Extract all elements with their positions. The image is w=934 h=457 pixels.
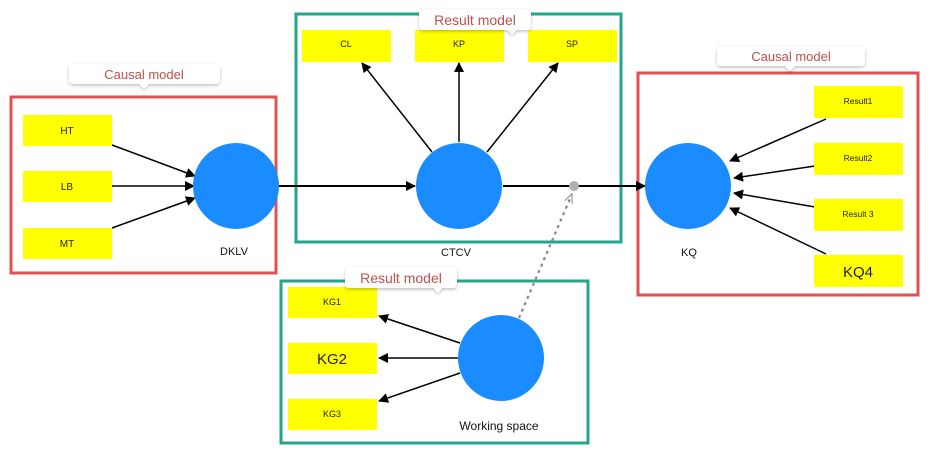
group-title-causal-right: Causal model (717, 46, 865, 71)
latent-dklv[interactable]: DKLV (193, 143, 279, 258)
indicator-kg2[interactable]: KG2 (288, 343, 377, 374)
latent-circle[interactable] (645, 143, 731, 229)
indicator-kg1[interactable]: KG1 (288, 287, 377, 318)
indicator-result1[interactable]: Result1 (814, 86, 903, 118)
indicator-box[interactable] (302, 30, 391, 62)
latent-circle[interactable] (416, 143, 502, 229)
indicator-label: KG3 (323, 409, 341, 419)
indicator-ht[interactable]: HT (23, 115, 112, 146)
indicator-label: Result2 (844, 153, 873, 163)
indicator-box[interactable] (814, 255, 903, 287)
title-tag (69, 64, 220, 84)
indicator-label: KG2 (317, 351, 347, 368)
indicator-cl[interactable]: CL (302, 30, 391, 62)
indicator-label: HT (60, 126, 73, 137)
latent-label: Working space (459, 419, 538, 433)
indicator-label: LB (61, 182, 74, 193)
latent-circle[interactable] (458, 315, 544, 401)
indicator-label: KQ4 (843, 264, 873, 281)
edge-kq4-kq (729, 207, 827, 255)
edge-result1-kq (729, 118, 827, 162)
latent-working-space[interactable]: Working space (458, 315, 544, 433)
edge-ctcv-sp (486, 62, 559, 153)
edge-mt-dklv (111, 196, 196, 229)
indicator-box[interactable] (23, 115, 112, 146)
indicator-box[interactable] (23, 228, 112, 259)
indicator-box[interactable] (528, 30, 617, 62)
indicator-mt[interactable]: MT (23, 228, 112, 259)
group-title-result-bottom: Result model (345, 267, 457, 293)
indicator-label: MT (60, 239, 74, 250)
latent-label: CTCV (441, 247, 472, 259)
latent-label: DKLV (220, 246, 249, 258)
indicator-label: SP (566, 39, 578, 49)
latent-kq[interactable]: KQ (645, 143, 731, 259)
indicator-result3[interactable]: Result 3 (814, 199, 903, 231)
indicator-result2[interactable]: Result2 (814, 143, 903, 175)
title-tag (419, 9, 531, 30)
moderation-anchor-dot[interactable] (569, 181, 579, 191)
edge-moderation-dotted (517, 194, 574, 319)
group-title: Result model (360, 270, 442, 286)
group-title-causal-left: Causal model (69, 64, 220, 89)
indicator-label: KG1 (323, 297, 341, 307)
indicator-label: KP (453, 39, 465, 49)
edges-layer (111, 62, 827, 403)
indicator-box[interactable] (415, 30, 504, 62)
group-title: Result model (434, 12, 516, 28)
group-title: Causal model (751, 49, 831, 64)
indicator-label: Result 3 (842, 209, 873, 219)
latent-ctcv[interactable]: CTCV (416, 143, 502, 259)
title-tag (345, 267, 457, 288)
indicator-kg3[interactable]: KG3 (288, 399, 377, 430)
indicator-box[interactable] (814, 199, 903, 231)
edge-ht-dklv (111, 144, 196, 178)
edge-result2-kq (733, 165, 816, 182)
latent-label: KQ (681, 247, 697, 259)
indicator-box[interactable] (288, 399, 377, 430)
indicator-kq4[interactable]: KQ4 (814, 255, 903, 287)
edge-ctcv-cl (361, 62, 433, 153)
edge-ws-kg1 (378, 314, 461, 344)
indicator-box[interactable] (814, 86, 903, 118)
latent-circle[interactable] (193, 143, 279, 229)
indicator-label: Result1 (844, 96, 873, 106)
indicator-label: CL (340, 39, 352, 49)
indicator-kp[interactable]: KP (415, 30, 504, 62)
title-tag (717, 46, 865, 66)
indicator-sp[interactable]: SP (528, 30, 617, 62)
edge-result3-kq (733, 189, 816, 208)
indicator-box[interactable] (814, 143, 903, 175)
group-title: Causal model (104, 67, 184, 82)
group-title-result-top: Result model (419, 9, 531, 35)
indicator-lb[interactable]: LB (23, 171, 112, 202)
edge-ws-kg3 (378, 372, 461, 403)
indicator-box[interactable] (288, 343, 377, 374)
indicator-box[interactable] (23, 171, 112, 202)
indicator-box[interactable] (288, 287, 377, 318)
